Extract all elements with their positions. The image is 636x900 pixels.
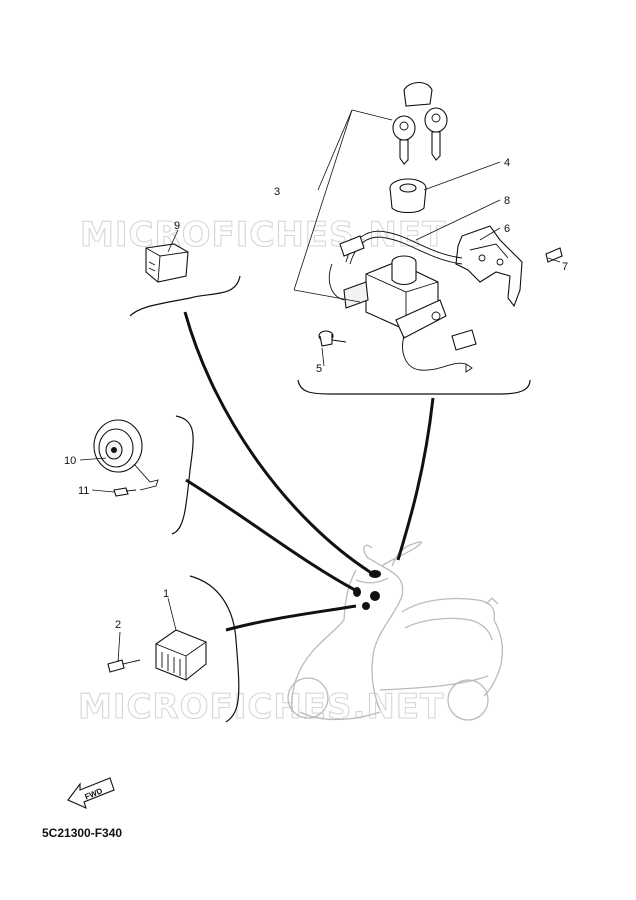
callout-3: 3 [274,186,280,198]
part-1-regulator [155,629,207,681]
part-4-lock-cap [389,178,427,214]
main-switch [328,255,477,373]
diagram-code: 5C21300-F340 [42,826,123,840]
watermark-bottom: MICROFICHES.NET [78,687,444,727]
callout-6: 6 [504,223,510,235]
callout-8: 8 [504,195,510,207]
callout-9: 9 [174,220,180,232]
callout-labels: 1 2 3 4 5 6 7 8 9 10 11 [64,157,568,631]
callout-11: 11 [78,485,89,497]
callout-2: 2 [115,619,121,631]
scooter-outline [287,541,504,721]
location-markers [353,570,381,610]
part-6-bracket [455,225,523,308]
callout-4: 4 [504,157,510,169]
callout-1: 1 [163,588,169,600]
callout-5: 5 [316,363,322,375]
part-2-bolt [107,659,141,673]
part-9-relay [145,243,189,283]
group-3-bracket [293,109,393,303]
connector-lines [183,311,435,632]
part-10-horn [93,419,159,491]
callout-10: 10 [64,455,76,467]
callout-7: 7 [562,261,568,273]
part-11-bolt [113,487,137,497]
watermark-top: MICROFICHES.NET [80,215,446,255]
group-frames [129,275,531,723]
fwd-arrow-icon: FWD [67,777,115,810]
part-8-cable [339,230,463,265]
part-3-keys [392,81,448,165]
part-5-screw [318,330,347,347]
leader-lines [79,161,561,663]
